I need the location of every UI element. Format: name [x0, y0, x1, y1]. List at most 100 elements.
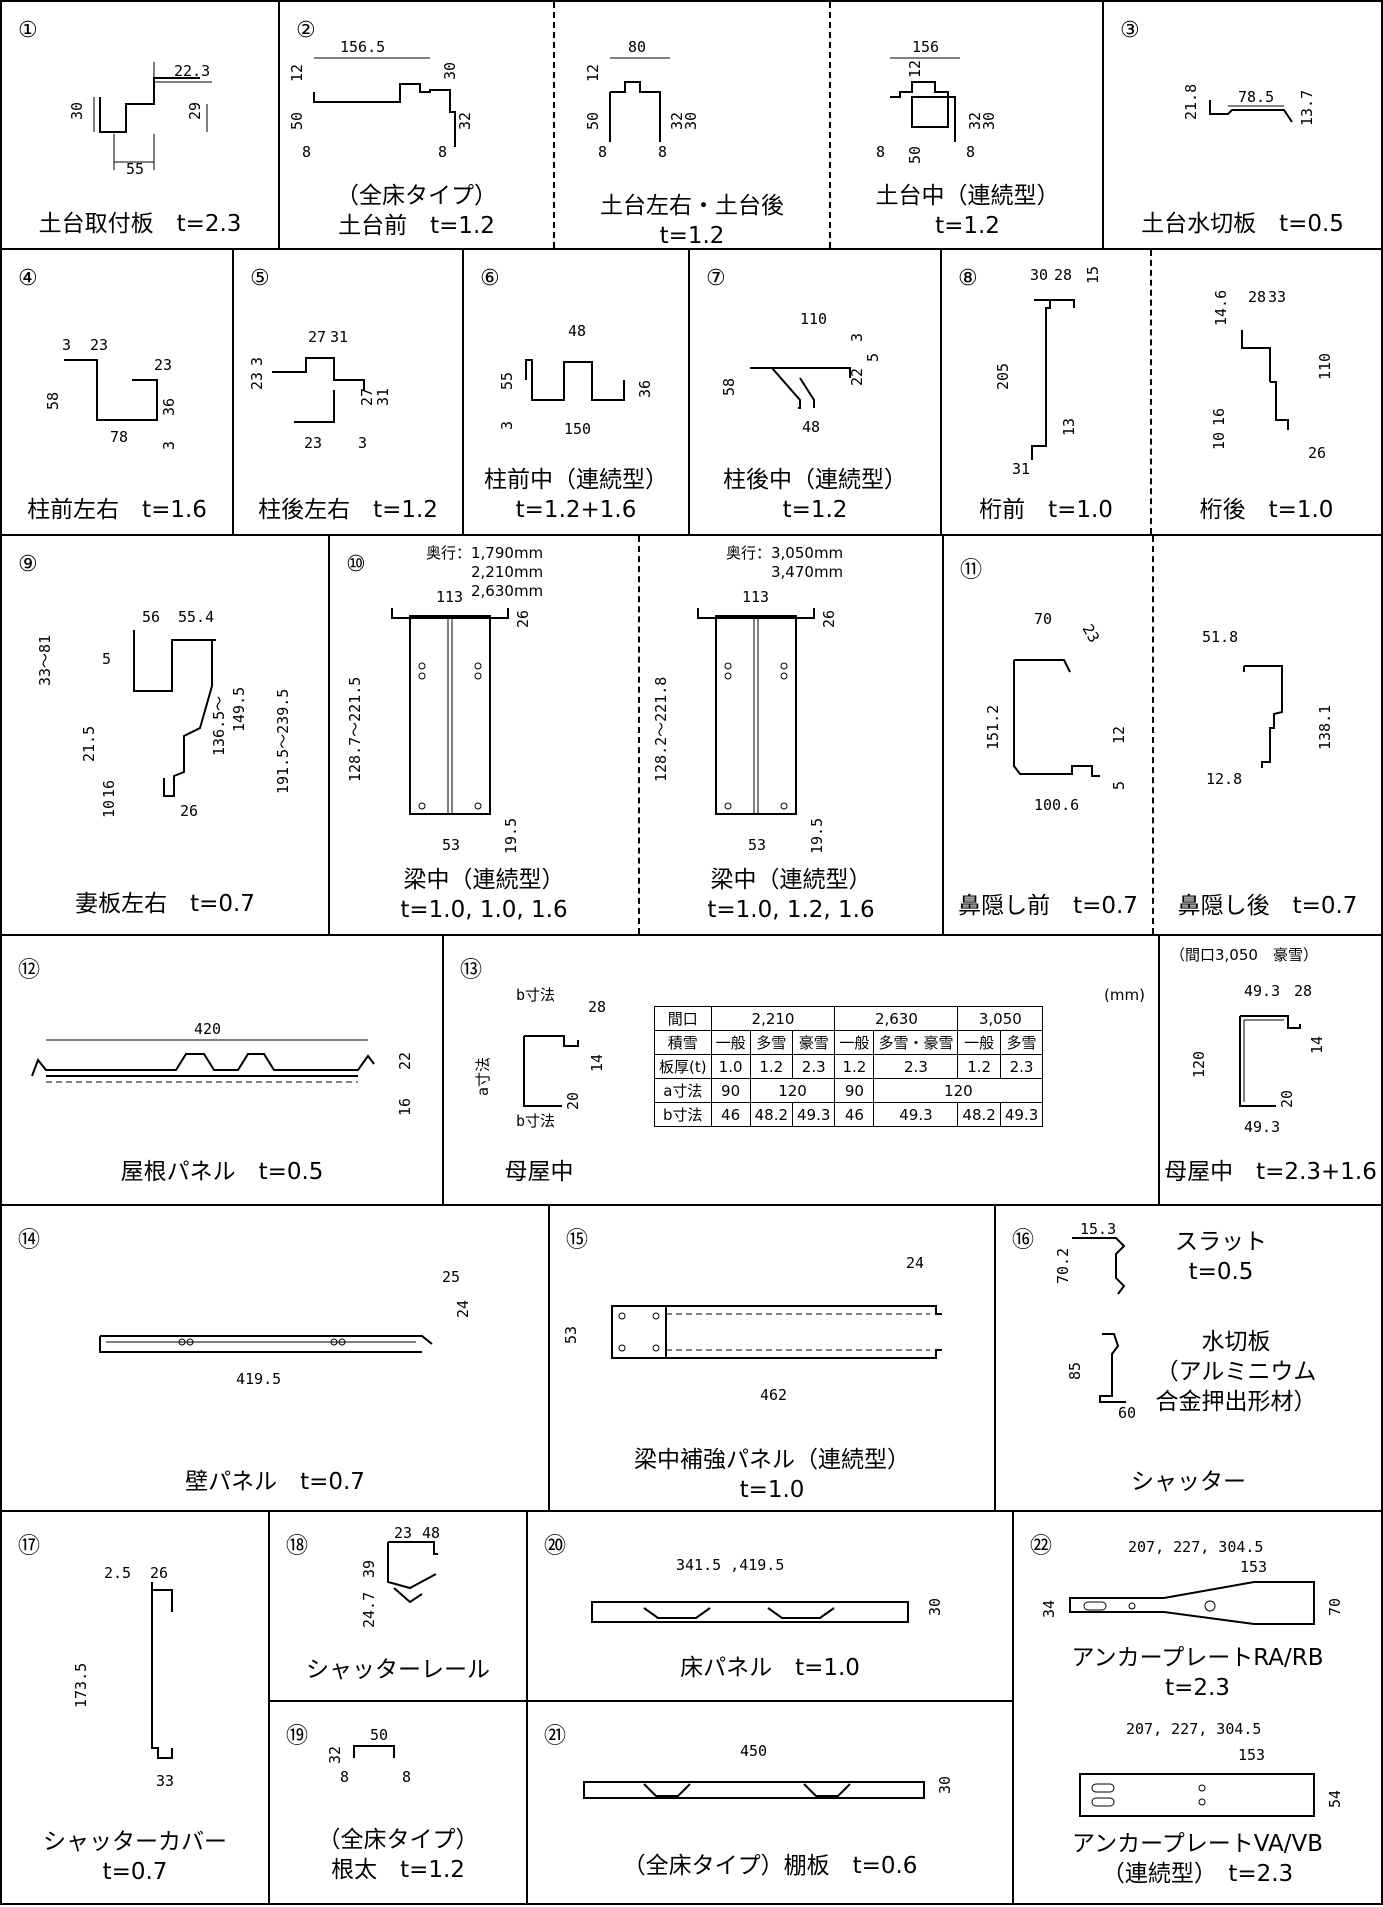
dim-label: 70	[1034, 610, 1052, 628]
panel-caption: 土台水切板 t=0.5	[1141, 211, 1344, 237]
dim-label: 14.6	[1212, 290, 1230, 326]
panel-22: ㉒ 207, 227, 304.5 153 34 70 207, 227, 30…	[1012, 1510, 1383, 1905]
dim-label: 16	[396, 1098, 414, 1116]
table-row: a寸法 90 120 90 120	[654, 1078, 1044, 1103]
dim-label: 34	[1040, 1600, 1058, 1618]
dim-label: 50	[906, 146, 924, 164]
table-cell: 多雪・豪雪	[873, 1030, 959, 1055]
dim-label: 28	[1294, 982, 1312, 1000]
panel-number: ⑧	[958, 266, 978, 291]
dim-label: 16	[1210, 408, 1228, 426]
panel-caption: 柱後中（連続型） t=1.2	[723, 467, 907, 523]
panel-caption: 鼻隠し後 t=0.7	[1177, 893, 1358, 919]
dim-label: 30	[1030, 266, 1048, 284]
dim-label: 60	[1118, 1404, 1136, 1422]
panel-caption: 壁パネル t=0.7	[185, 1469, 365, 1495]
panel-7: ⑦ 110 3 5 58 22 48 柱後中（連続型） t=1.2	[688, 248, 942, 536]
variant-note: （間口3,050 豪雪）	[1170, 946, 1318, 964]
table-row: 積雪 一般 多雪 豪雪 一般 多雪・豪雪 一般 多雪	[654, 1030, 1044, 1055]
panel-number: ⑥	[480, 266, 500, 291]
dim-label: 3	[248, 357, 266, 366]
dim-label: 3	[498, 421, 516, 430]
dim-label: 138.1	[1316, 705, 1334, 750]
dim-label: 22	[848, 368, 866, 386]
table-cell: 積雪	[654, 1030, 712, 1055]
panel-number: ③	[1120, 18, 1140, 43]
panel-number: ②	[296, 18, 316, 43]
panel-1: ① 22.3 30 29 55 土台取付板 t=2.3	[0, 0, 280, 250]
dim-label: 14	[1308, 1036, 1326, 1054]
panel-caption: 桁後 t=1.0	[1199, 497, 1334, 523]
panel-caption: 桁前 t=1.0	[979, 497, 1113, 523]
dim-label: 28	[1054, 266, 1072, 284]
dim-label: 50	[584, 112, 602, 130]
dim-label: 13	[1060, 418, 1078, 436]
panel-number: ①	[18, 18, 38, 43]
dim-label: 419.5	[236, 1370, 281, 1388]
dimension-table: 間口 2,210 2,630 3,050 積雪 一般 多雪 豪雪 一般 多雪・豪…	[654, 1006, 1044, 1127]
dim-label: 26	[820, 610, 838, 628]
dim-label: 28	[588, 998, 606, 1016]
table-cell: 一般	[834, 1030, 875, 1055]
panel-caption: （全床タイプ）棚板 t=0.6	[622, 1853, 918, 1879]
table-cell: 49.3	[999, 1102, 1044, 1127]
profile-drawing: 156.5 12 30 50 32 8 8 80 12 50 32 30 8 8…	[288, 38, 998, 164]
panel-14: ⑭ 25 24 419.5 壁パネル t=0.7	[0, 1204, 550, 1512]
profile-drawing: 56 55.4 5 33～81 136.5～ 149.5 191.5～239.5…	[36, 608, 292, 820]
dim-label: 13.7	[1298, 90, 1316, 126]
profile-drawing: 21.8 78.5 13.7	[1182, 84, 1316, 126]
panel-15: ⑮ 24 53 462 梁中補強パネル（連続型） t=1.0	[548, 1204, 996, 1512]
dim-label: 8	[302, 143, 311, 161]
panel-caption: 鼻隠し前 t=0.7	[958, 893, 1138, 919]
panel-number: ⑭	[18, 1228, 41, 1253]
dim-label: 136.5～	[210, 696, 228, 756]
table-cell: 板厚(t)	[654, 1054, 712, 1079]
table-cell: 一般	[710, 1030, 751, 1055]
panel-caption: 柱前左右 t=1.6	[27, 497, 207, 523]
table-cell: 間口	[654, 1006, 712, 1031]
dim-label: 56	[142, 608, 160, 626]
panel-10: ⑩ 奥行：1,790mm 2,210mm 2,630mm 奥行：3,050mm …	[328, 534, 944, 936]
dim-label: 21.8	[1182, 84, 1200, 120]
panel-number: ⑩	[346, 552, 366, 577]
table-cell: 多雪	[999, 1030, 1044, 1055]
dim-label: 32	[456, 112, 474, 130]
panel-caption: アンカープレートVA/VB （連続型） t=2.3	[1072, 1831, 1323, 1887]
panel-caption: シャッター	[1131, 1469, 1246, 1495]
dim-label: 128.7～221.5	[346, 677, 364, 782]
dim-label: 156	[912, 38, 939, 56]
dim-label: 80	[628, 38, 646, 56]
panel-number: ④	[18, 266, 38, 291]
dim-label: 110	[1316, 353, 1334, 380]
dim-label: 55	[126, 160, 144, 178]
dim-label: 31	[374, 388, 392, 406]
table-cell: b寸法	[654, 1102, 712, 1127]
dim-label: 26	[180, 802, 198, 820]
dim-label: 19.5	[502, 818, 520, 854]
panel-caption: 梁中（連続型） t=1.0, 1.2, 1.6	[707, 867, 875, 923]
dim-label: 50	[288, 112, 306, 130]
table-cell: 1.2	[957, 1054, 1001, 1079]
dim-label: 53	[442, 836, 460, 854]
dim-label: 5	[864, 353, 882, 362]
dim-label: 207, 227, 304.5	[1126, 1720, 1261, 1738]
dim-label: 23	[304, 434, 322, 452]
panel-20: ⑳ 341.5 ,419.5 30 床パネル t=1.0	[526, 1510, 1014, 1702]
dim-label: 48	[802, 418, 820, 436]
dim-label: 156.5	[340, 38, 385, 56]
panel-caption: （全床タイプ） 土台前 t=1.2	[336, 183, 497, 239]
profile-drawing: 113 26 128.7～221.5 53 19.5 113 26 128.2～…	[346, 588, 838, 854]
panel-caption: 妻板左右 t=0.7	[75, 891, 255, 917]
dim-label: 15.3	[1080, 1220, 1116, 1238]
panel-5: ⑤ 27 31 3 23 27 31 23 3 柱後左右 t=1.2	[232, 248, 464, 536]
divider	[829, 2, 831, 248]
dim-label: 39	[360, 1560, 378, 1578]
table-cell: 2.3	[873, 1054, 959, 1079]
dim-label: 205	[994, 363, 1012, 390]
dim-label: 3	[160, 441, 178, 450]
dim-label: 32	[326, 1746, 344, 1764]
dim-label: 5	[1110, 781, 1128, 790]
panel-number: ⑲	[286, 1724, 309, 1749]
dim-label: 12.8	[1206, 770, 1242, 788]
panel-caption: シャッターレール	[306, 1657, 490, 1683]
